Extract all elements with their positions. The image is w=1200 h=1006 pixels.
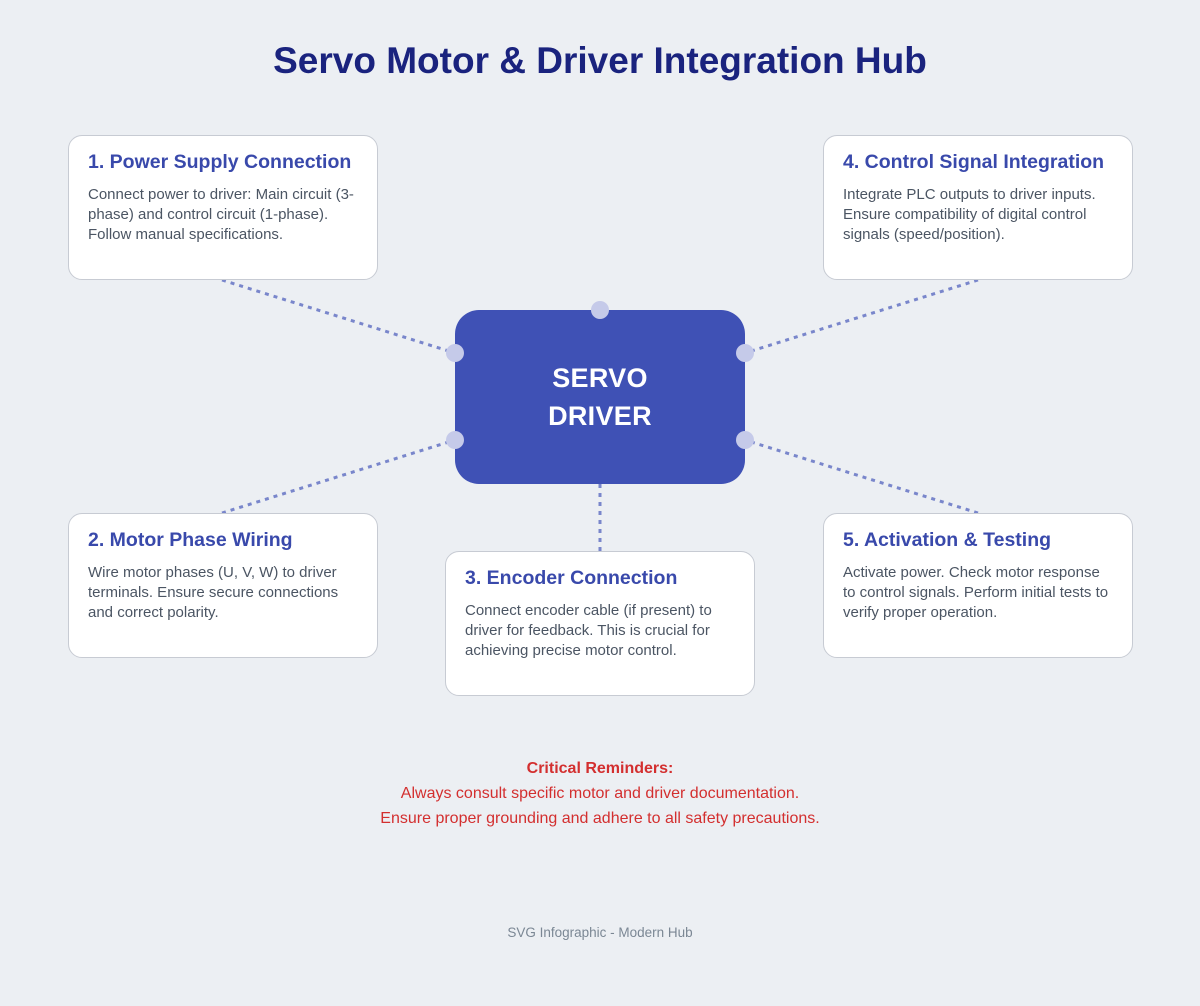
step-card-activation: 5. Activation & Testing Activate power. … <box>823 513 1133 658</box>
port-node-right-lower <box>736 431 754 449</box>
step-title: 2. Motor Phase Wiring <box>88 529 293 551</box>
step-description: Wire motor phases (U, V, W) to driver te… <box>88 564 339 621</box>
step-description: Integrate PLC outputs to driver inputs. … <box>843 186 1096 243</box>
page-title: Servo Motor & Driver Integration Hub <box>273 40 927 81</box>
step-card-encoder: 3. Encoder Connection Connect encoder ca… <box>445 551 755 696</box>
port-node-left-upper <box>446 344 464 362</box>
step-card-control-signal: 4. Control Signal Integration Integrate … <box>823 135 1133 280</box>
reminder-line: Ensure proper grounding and adhere to al… <box>380 810 820 827</box>
hub-label-line1: SERVO <box>552 363 648 393</box>
step-title: 4. Control Signal Integration <box>843 151 1105 173</box>
reminders-heading: Critical Reminders: <box>526 760 674 777</box>
port-node-top <box>591 301 609 319</box>
hub-label-line2: DRIVER <box>548 401 652 431</box>
step-card-power-supply: 1. Power Supply Connection Connect power… <box>68 135 378 280</box>
step-description: Connect power to driver: Main circuit (3… <box>88 186 354 243</box>
step-title: 5. Activation & Testing <box>843 529 1052 551</box>
reminder-line: Always consult specific motor and driver… <box>400 785 800 802</box>
hub-label: SERVO DRIVER <box>548 359 652 435</box>
step-description: Connect encoder cable (if present) to dr… <box>465 602 712 659</box>
footer-caption: SVG Infographic - Modern Hub <box>507 925 693 940</box>
step-card-motor-phase: 2. Motor Phase Wiring Wire motor phases … <box>68 513 378 658</box>
step-title: 1. Power Supply Connection <box>88 151 352 173</box>
port-node-left-lower <box>446 431 464 449</box>
critical-reminders: Critical Reminders: Always consult speci… <box>0 758 1200 833</box>
servo-driver-hub: SERVO DRIVER <box>455 310 745 484</box>
step-description: Activate power. Check motor response to … <box>843 564 1109 621</box>
step-title: 3. Encoder Connection <box>465 567 678 589</box>
port-node-right-upper <box>736 344 754 362</box>
